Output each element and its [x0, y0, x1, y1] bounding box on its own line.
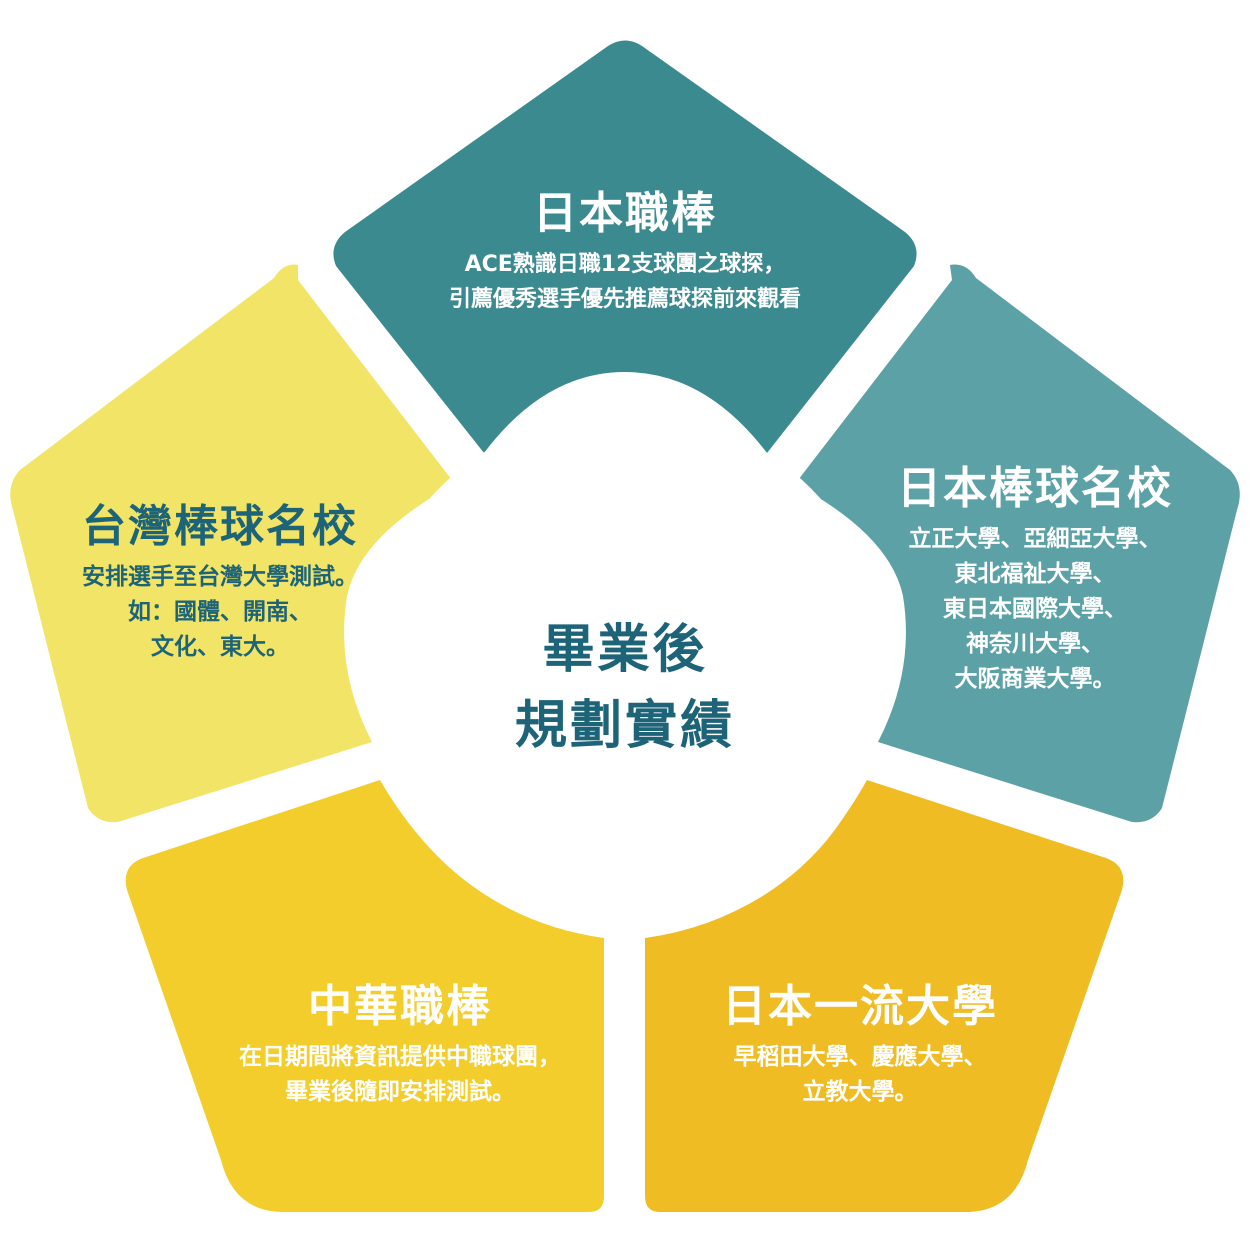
- japan-schools-block: 日本棒球名校 立正大學、亞細亞大學、 東北福祉大學、 東日本國際大學、 神奈川大…: [860, 462, 1210, 697]
- japan-pro-block: 日本職棒 ACE熟識日職12支球團之球探， 引薦優秀選手優先推薦球探前來觀看: [395, 187, 855, 317]
- center-circle: [363, 411, 887, 935]
- japan-schools-desc-line: 神奈川大學、: [966, 631, 1104, 657]
- taiwan-schools-desc-line: 安排選手至台灣大學測試。: [82, 564, 358, 590]
- segment-cpbl: [125, 780, 604, 1212]
- japan-pro-desc: ACE熟識日職12支球團之球探， 引薦優秀選手優先推薦球探前來觀看: [395, 247, 855, 317]
- center-title: 畢業後 規劃實績: [465, 612, 785, 764]
- cpbl-desc: 在日期間將資訊提供中職球團， 畢業後隨即安排測試。: [195, 1040, 605, 1110]
- japan-univ-desc-line: 早稻田大學、慶應大學、: [733, 1044, 987, 1070]
- japan-pro-title: 日本職棒: [533, 188, 717, 239]
- japan-univ-desc-line: 立教大學。: [802, 1079, 918, 1105]
- taiwan-schools-title: 台灣棒球名校: [82, 501, 358, 552]
- japan-univ-block: 日本一流大學 早稻田大學、慶應大學、 立教大學。: [680, 980, 1040, 1110]
- center-title-line: 畢業後: [542, 620, 708, 680]
- segment-japan-schools: [795, 264, 1240, 823]
- japan-schools-desc-line: 立正大學、亞細亞大學、: [908, 526, 1162, 552]
- japan-schools-desc-line: 大阪商業大學。: [954, 666, 1116, 692]
- japan-univ-desc: 早稻田大學、慶應大學、 立教大學。: [680, 1040, 1040, 1110]
- center-title-line: 規劃實績: [514, 696, 735, 756]
- cpbl-desc-line: 畢業後隨即安排測試。: [285, 1079, 515, 1105]
- japan-pro-desc-line: ACE熟識日職12支球團之球探，: [464, 252, 786, 277]
- japan-schools-desc: 立正大學、亞細亞大學、 東北福祉大學、 東日本國際大學、 神奈川大學、 大阪商業…: [860, 522, 1210, 697]
- taiwan-schools-desc-line: 文化、東大。: [151, 634, 289, 660]
- taiwan-schools-desc: 安排選手至台灣大學測試。 如：國體、開南、 文化、東大。: [40, 560, 400, 665]
- japan-pro-desc-line: 引薦優秀選手優先推薦球探前來觀看: [448, 287, 801, 312]
- segment-japan-pro: [333, 40, 917, 453]
- japan-univ-title: 日本一流大學: [722, 981, 998, 1032]
- japan-schools-title: 日本棒球名校: [897, 463, 1173, 514]
- cpbl-title: 中華職棒: [308, 981, 492, 1032]
- taiwan-schools-desc-line: 如：國體、開南、: [128, 599, 312, 625]
- cpbl-block: 中華職棒 在日期間將資訊提供中職球團， 畢業後隨即安排測試。: [195, 980, 605, 1110]
- segment-japan-univ: [645, 780, 1124, 1212]
- segment-taiwan-schools: [10, 264, 455, 823]
- cpbl-desc-line: 在日期間將資訊提供中職球團，: [239, 1044, 561, 1070]
- taiwan-schools-block: 台灣棒球名校 安排選手至台灣大學測試。 如：國體、開南、 文化、東大。: [40, 500, 400, 665]
- japan-schools-desc-line: 東北福祉大學、: [954, 561, 1116, 587]
- japan-schools-desc-line: 東日本國際大學、: [943, 596, 1127, 622]
